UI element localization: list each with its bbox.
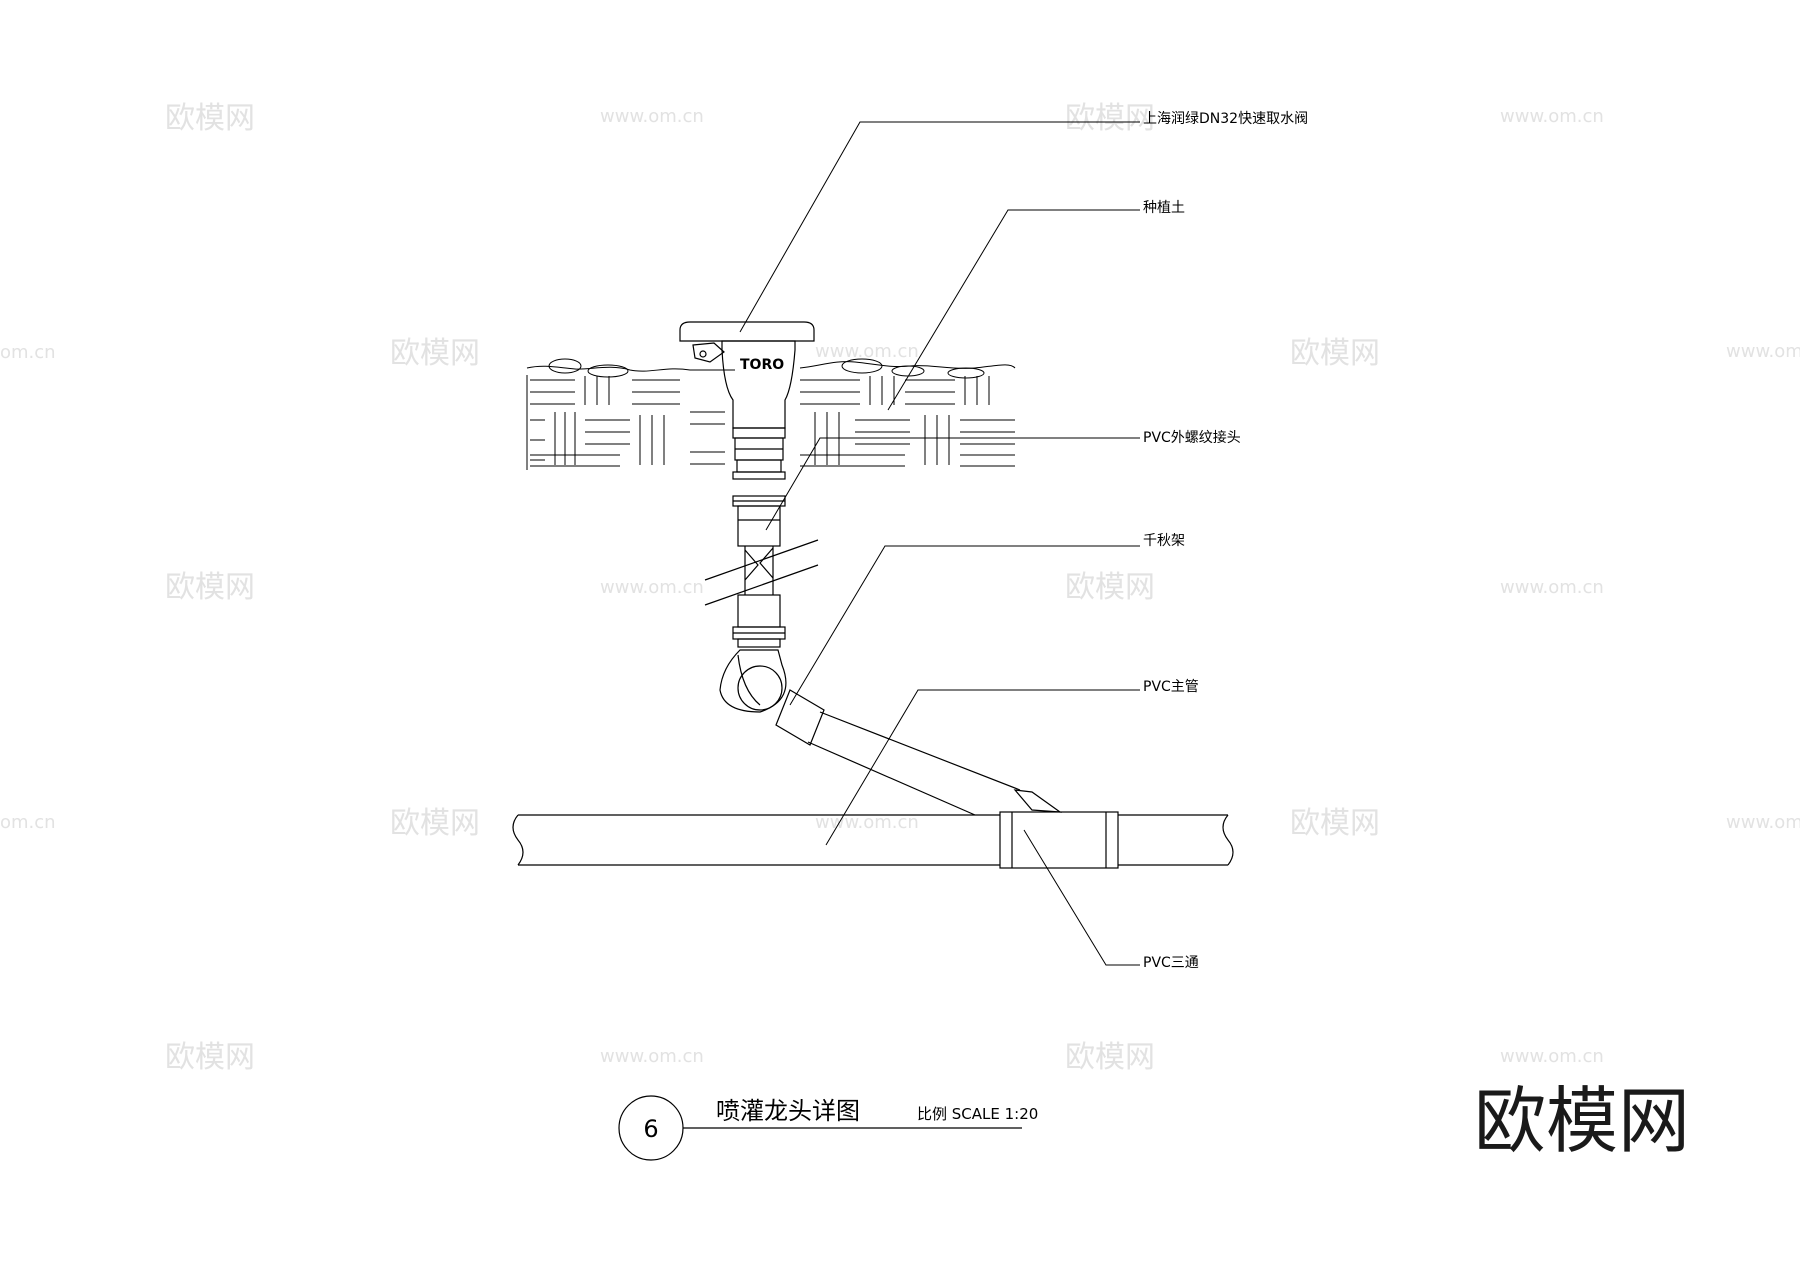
callout-planting-soil: 种植土 (1143, 200, 1185, 216)
watermark-logo: 欧模网 (1290, 336, 1380, 371)
pvc-piping (512, 711, 1234, 869)
swing-joint-assembly (704, 495, 825, 746)
lower-fitting (737, 594, 781, 628)
valve-lid (679, 321, 815, 342)
riser-pipe-bottom-edge (807, 741, 976, 816)
pebble (891, 365, 925, 377)
latch-pin (699, 350, 707, 358)
callout-pvc-main-pipe: PVC主管 (1143, 679, 1199, 695)
watermark-logo: 欧模网 (1290, 806, 1380, 841)
riser-pipe-top-edge (819, 711, 1021, 791)
callout-pvc-tee: PVC三通 (1143, 955, 1199, 971)
leader-swing-joint (789, 545, 1140, 706)
swing-joint-elbow (719, 649, 787, 713)
valve-nut (732, 471, 786, 480)
watermark-logo: 欧模网 (1065, 101, 1155, 136)
watermark-url: www.om.cn (815, 341, 919, 362)
drawing-number: 6 (643, 1115, 658, 1143)
watermark-logo: 欧模网 (1065, 570, 1155, 605)
watermark-url: om.cn (0, 342, 56, 363)
title-block: 6 喷灌龙头详图 比例 SCALE 1:20 (618, 1095, 1038, 1161)
watermark-url: www.om.cn (1500, 1046, 1604, 1067)
valve-collar (732, 427, 786, 439)
watermark-url: www.om.cn (600, 1046, 704, 1067)
leader-pvc-tee (1023, 829, 1140, 966)
pipe-end-left (512, 814, 524, 866)
quick-coupling-valve: TORO (679, 321, 815, 480)
leader-lines (739, 121, 1140, 966)
soil-hatch-left (526, 375, 725, 470)
soil-layer (526, 358, 1016, 470)
watermark-url: om.cn (0, 812, 56, 833)
watermark-logo: 欧模网 (1065, 1040, 1155, 1075)
watermark-url: www.om.cn (1726, 812, 1800, 833)
leader-pvc-main-pipe (825, 689, 1140, 846)
drawing-title: 喷灌龙头详图 (716, 1097, 860, 1125)
upper-pvc-male-adapter (737, 505, 781, 547)
valve-brand-label: TORO (740, 357, 784, 373)
watermark-logo: 欧模网 (165, 570, 255, 605)
watermark-url: www.om.cn (600, 577, 704, 598)
lower-fitting-thread (737, 638, 781, 648)
pebble (841, 358, 883, 374)
soil-hatch-right (800, 376, 1015, 467)
watermark-url: www.om.cn (1500, 577, 1604, 598)
watermark-url: www.om.cn (1726, 341, 1800, 362)
watermark-url: www.om.cn (815, 812, 919, 833)
pebble (947, 367, 985, 379)
leader-quick-coupling (739, 121, 1140, 333)
callout-quick-coupling-valve: 上海润绿DN32快速取水阀 (1143, 111, 1308, 127)
pvc-tee (999, 811, 1119, 869)
drawing-scale: 比例 SCALE 1:20 (917, 1105, 1038, 1123)
watermark-logo: 欧模网 (165, 101, 255, 136)
watermark-logo: 欧模网 (390, 336, 480, 371)
callout-swing-joint: 千秋架 (1143, 533, 1185, 549)
valve-thread (736, 459, 782, 473)
elbow-coupling-sleeve (775, 689, 825, 746)
watermark-layer: 欧模网 www.om.cn 欧模网 www.om.cn om.cn 欧模网 ww… (0, 101, 1800, 1075)
watermark-url: www.om.cn (1500, 106, 1604, 127)
watermark-logo: 欧模网 (390, 806, 480, 841)
tee-branch-collar (1013, 789, 1063, 813)
pebble (587, 364, 629, 378)
callout-labels: 上海润绿DN32快速取水阀 种植土 PVC外螺纹接头 千秋架 PVC主管 PVC… (1143, 111, 1308, 971)
pebble (548, 358, 582, 374)
leader-planting-soil (887, 209, 1140, 411)
elbow-outline (737, 665, 783, 711)
site-logo-watermark: 欧模网 (1474, 1079, 1690, 1163)
pipe-break-symbol (744, 547, 774, 581)
valve-body (721, 340, 796, 429)
leader-pvc-male-adapter (765, 437, 1140, 531)
valve-lid-latch (692, 342, 725, 363)
pipe-end-right (1222, 814, 1234, 866)
watermark-logo: 欧模网 (165, 1040, 255, 1075)
callout-pvc-male-adapter: PVC外螺纹接头 (1143, 429, 1241, 446)
watermark-url: www.om.cn (600, 106, 704, 127)
